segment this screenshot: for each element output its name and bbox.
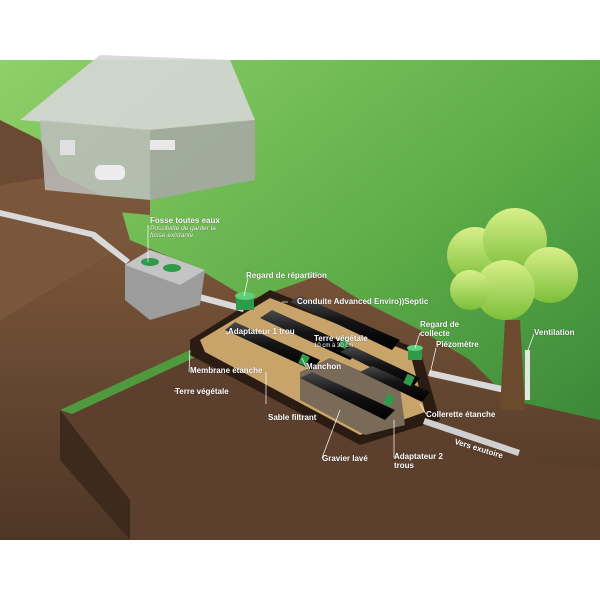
label-ventilation: Ventilation — [534, 328, 575, 337]
ventilation-pipe — [428, 370, 520, 396]
sleeve-4 — [403, 373, 415, 387]
label-adaptateur-2-line2: trous — [394, 461, 414, 470]
pipe-6 — [300, 372, 395, 420]
label-sable: Sable filtrant — [268, 413, 317, 422]
house-foundation — [40, 190, 150, 215]
label-regard-collecte-1: Regard de — [420, 320, 460, 329]
label-conduite: Conduite Advanced Enviro))Septic — [297, 297, 429, 306]
label-adaptateur-1: Adaptateur 1 trou — [228, 327, 295, 336]
house-tub — [150, 140, 175, 150]
top-margin — [0, 0, 600, 60]
grass-foreground-edge — [60, 350, 200, 414]
house-toilet — [95, 165, 125, 180]
distribution-box — [235, 292, 255, 310]
sleeve-1 — [298, 353, 310, 367]
label-terre-vegetale-depth: 10 cm à 30 cm — [314, 343, 354, 349]
label-fosse-sub-1: Possibilité de garder la — [150, 225, 216, 232]
pipe-1 — [225, 322, 320, 370]
inlet-pipe-2 — [92, 232, 130, 264]
house-sink — [60, 140, 75, 155]
outlet-pipe — [423, 418, 520, 456]
tank-lid-1 — [141, 258, 159, 266]
label-piezometre: Piézomètre — [436, 340, 479, 349]
leader-lines — [147, 225, 535, 459]
label-regard-collecte-2: collecte — [420, 329, 450, 338]
label-membrane: Membrane étanche — [190, 366, 263, 375]
pipe-2 — [260, 310, 360, 360]
label-fosse-sub-2: fosse existante — [150, 232, 194, 239]
label-regard-repartition: Regard de répartition — [246, 271, 327, 280]
pipe-4 — [340, 346, 420, 388]
label-collerette: Collerette étanche — [426, 410, 496, 419]
septic-tank — [125, 250, 205, 320]
pipe-5 — [360, 366, 430, 402]
label-terre-vegetale-top: Terre végétale — [314, 334, 368, 343]
pipe-3 — [290, 296, 400, 350]
tree — [447, 208, 578, 410]
inlet-pipe — [0, 210, 95, 238]
soil-foreground — [60, 350, 600, 540]
soil-slope-house — [0, 175, 130, 320]
tank-lid-2 — [163, 264, 181, 272]
sleeve-3 — [383, 393, 395, 407]
house — [20, 55, 255, 215]
label-fosse-title: Fosse toutes eaux — [150, 216, 220, 225]
soil-front-face — [60, 410, 130, 540]
pipes — [225, 296, 430, 420]
house-roof — [20, 55, 255, 130]
ventilation-stack — [525, 350, 530, 400]
label-adaptateur-2-line1: Adaptateur 2 — [394, 452, 443, 461]
label-manchon: Manchon — [306, 362, 342, 371]
tree-trunk — [500, 320, 525, 410]
sleeve-2 — [338, 336, 350, 350]
label-terre-vegetale-left: Terre végétale — [175, 387, 229, 396]
house-front — [40, 120, 150, 200]
house-side — [150, 120, 255, 200]
label-gravier: Gravier lavé — [322, 454, 368, 463]
